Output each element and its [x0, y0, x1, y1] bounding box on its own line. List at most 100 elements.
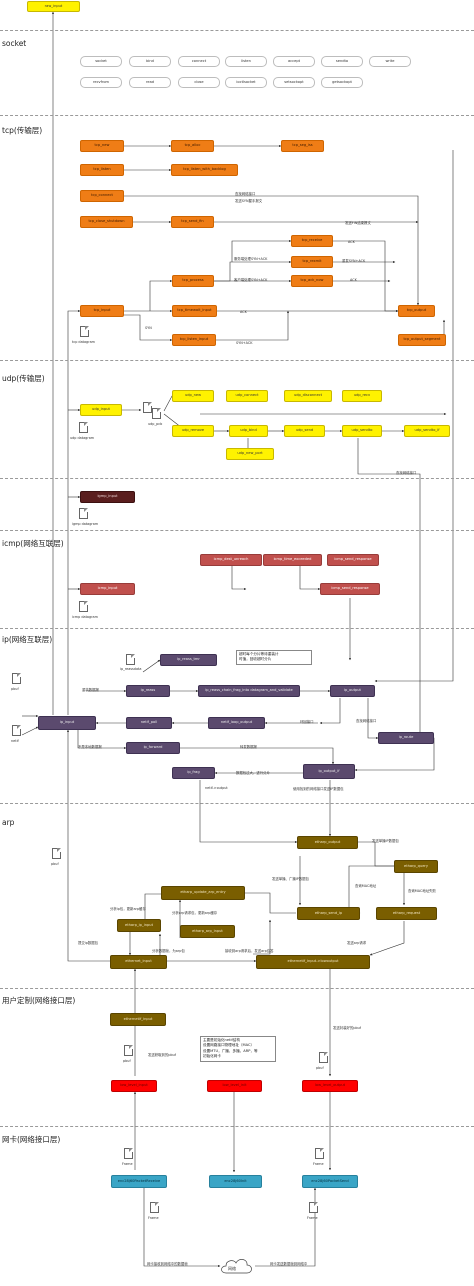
udp-disconnect-node: udp_disconnect — [284, 390, 332, 402]
ip-reassdata-label: ip_reassdata — [120, 667, 142, 671]
arp-pbuf-doc-icon — [52, 848, 61, 859]
tcp-label-ack3: ACK — [240, 310, 247, 314]
socket-api-ioctlsocket: ioctlsocket — [225, 77, 267, 88]
arp-label-find-mac: 查询MAC地址 — [355, 884, 377, 888]
socket-api-accept: accept — [273, 56, 315, 67]
tcp-new-node: tcp_new — [80, 140, 124, 152]
ip-pbuf-doc-icon — [12, 673, 21, 684]
nic-label-receive: 网卡接收到网络中的数据帧 — [147, 1262, 188, 1266]
arp-pbuf-label: pbuf — [51, 862, 59, 866]
udp-datagram-label: udp datagram — [70, 436, 95, 440]
ip-pbuf-label: pbuf — [11, 687, 19, 691]
tcp-listen-backlog-node: tcp_listen_with_backlog — [171, 164, 238, 176]
layer-title-user: 用户定制(网络接口层) — [2, 996, 76, 1005]
icmp-send-response-node-2: icmp_send_response — [320, 583, 380, 595]
tcp-process-node: tcp_process — [172, 275, 214, 287]
ip-label-netif-output: netif->output — [205, 786, 228, 790]
tcp-label-server-synack: 服务端处理SYN+ACK — [234, 257, 268, 261]
ip-forward-node: ip_forward — [126, 742, 180, 754]
ethernetif-input-node: ethernetif_input — [110, 1013, 166, 1026]
enc28j60-send-node: enc28j60PacketSend — [302, 1175, 358, 1188]
tcp-alloc-node: tcp_alloc — [171, 140, 214, 152]
udp-connect-node: udp_connect — [226, 390, 268, 402]
enc28j60-init-node: enc28j60Init — [209, 1175, 262, 1188]
raw-input-node: raw_input — [27, 1, 80, 12]
enc28j60-receive-node: enc28j60PacketReceive — [111, 1175, 167, 1188]
low-level-init-note: 主要是初始化netif结构 设置网路接口物理地址（MAC） 设置MTU，广播、多… — [200, 1036, 276, 1062]
icmp-input-node: icmp_input — [80, 583, 135, 595]
socket-api-bind: bind — [129, 56, 171, 67]
netif-loop-output-node: netif_loop_output — [208, 717, 265, 729]
icmp-dest-unreach-node: icmp_dest_unreach — [200, 554, 262, 566]
tcp-label-resend-synack: 重发SYN+ACK — [342, 259, 366, 263]
low-level-output-node: low_level_output — [302, 1080, 358, 1092]
igmp-datagram-doc-icon — [79, 508, 88, 519]
tcp-label-fin: 发送FIN结束报文 — [345, 221, 371, 225]
igmp-input-node: igmp_input — [80, 491, 135, 503]
layer-title-ip: ip(网络互联层) — [2, 635, 53, 644]
divider — [0, 803, 474, 804]
icmp-datagram-doc-icon — [79, 601, 88, 612]
ip-label-too-big: 数据包过大，进行分片 — [236, 771, 270, 775]
arp-label-arp-update: 分析arp请求包，更新arp缓存 — [172, 911, 218, 915]
divider — [0, 115, 474, 116]
netif-doc-icon — [12, 725, 21, 736]
layer-title-arp: arp — [2, 818, 15, 827]
ip-label-use-netif: 使用找到的网络接口发送IP数据包 — [293, 787, 344, 791]
arp-label-find-mac-fail: 查询MAC地址失败 — [408, 889, 436, 893]
socket-api-read: read — [129, 77, 171, 88]
frame-label-2: Frame — [313, 1162, 324, 1166]
tcp-label-syn2: SYN — [145, 326, 152, 330]
frame-doc-icon-3 — [150, 1202, 159, 1213]
ethernet-input-node: ethernet_input — [110, 955, 167, 969]
network-label: 网络 — [228, 1266, 236, 1271]
low-level-init-node: low_level_init — [207, 1080, 262, 1092]
arp-label-send-request: 发送arp请求 — [347, 941, 367, 945]
socket-api-close: close — [178, 77, 220, 88]
layer-title-udp: udp(传输层) — [2, 374, 45, 383]
frame-label-4: Frame — [307, 1216, 318, 1220]
ip-route-node: ip_route — [378, 732, 434, 744]
frame-doc-icon-1 — [124, 1148, 133, 1159]
tcp-input-node: tcp_input — [80, 305, 124, 317]
udp-pcb-label: udp_pcb — [148, 422, 163, 426]
ip-reass-node: ip_reass — [126, 685, 170, 697]
ip-label-not-local: 不是本地数据报 — [78, 745, 102, 749]
low-level-init-note-line-4: 初始化网卡 — [203, 1054, 221, 1059]
divider — [0, 30, 474, 31]
divider — [0, 1126, 474, 1127]
etharp-arp-input-node: etharp_arp_input — [180, 925, 235, 938]
etharp-output-node: etharp_output — [297, 836, 358, 849]
etharp-ip-input-node: etharp_ip_input — [117, 919, 161, 932]
ip-reass-note-line-1: 超时每个分片等待重装计 — [239, 652, 279, 656]
low-level-init-note-line-2: 设置网路接口物理地址（MAC） — [203, 1043, 255, 1048]
arp-label-ip-update: 分析ip包，更新arp缓存 — [110, 907, 146, 911]
ip-reass-chain-node: ip_reass_chain_frag_into datagram_and_va… — [198, 685, 300, 697]
arp-label-send-ip: 发送单播IP数据包 — [372, 839, 399, 843]
udp-sendto-node: udp_sendto — [342, 425, 382, 437]
tcp-output-node: tcp_output — [398, 305, 435, 317]
udp-send-node: udp_send — [284, 425, 325, 437]
tcp-label-client-synack: 客户端处理SYN+ACK — [234, 278, 268, 282]
divider — [0, 988, 474, 989]
tcp-label-ack2: ACK — [350, 278, 357, 282]
tcp-datagram-doc-icon — [80, 326, 89, 337]
frame-label-1: Frame — [122, 1162, 133, 1166]
ip-label-loopback: 环回接口 — [300, 720, 314, 724]
ip-label-find-if: 查找网络接口 — [356, 719, 377, 723]
arp-label-submit-ip: 提交ip数据包 — [78, 941, 99, 945]
socket-api-getsockopt: getsockopt — [321, 77, 363, 88]
udp-datagram-doc-icon — [79, 422, 88, 433]
etharp-send-ip-node: etharp_send_ip — [297, 907, 360, 920]
udp-pcb-doc-icon-2 — [152, 408, 161, 419]
divider — [0, 530, 474, 531]
tcp-output-segment-node: tcp_output_segment — [398, 334, 446, 346]
tcp-send-fin-node: tcp_send_fin — [171, 216, 214, 228]
tcp-rexmit-node: tcp_rexmit — [291, 256, 333, 268]
udp-bind-node: udp_bind — [229, 425, 268, 437]
socket-api-listen: listen — [225, 56, 267, 67]
ip-label-forward: 转发数据报 — [240, 745, 257, 749]
udp-recv-node: udp_recv — [342, 390, 382, 402]
user-pbuf-label-2: pbuf — [316, 1066, 324, 1070]
